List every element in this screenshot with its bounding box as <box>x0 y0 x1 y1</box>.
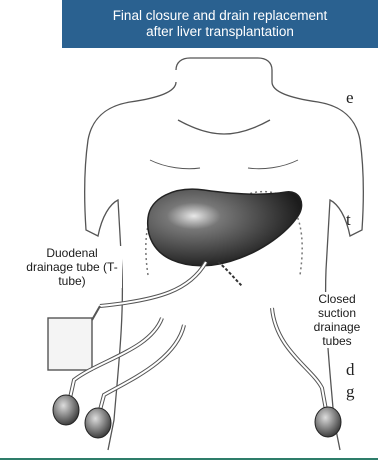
figure-caption-header: Final closure and drain replacement afte… <box>62 0 378 48</box>
drainage-bag <box>48 318 92 370</box>
bile-duct <box>218 262 242 286</box>
drain-bulb <box>85 408 111 438</box>
liver-graft <box>148 189 302 266</box>
caption-line-1: Final closure and drain replacement <box>62 8 378 24</box>
label-duodenal-tube: Duodenal drainage tube (T-tube) <box>22 246 122 288</box>
caption-line-2: after liver transplantation <box>62 24 378 40</box>
drain-bulb <box>315 407 341 437</box>
drain-bulb <box>53 395 79 425</box>
suction-tube-left-2 <box>100 325 184 410</box>
label-closed-suction-tubes: Closed suction drainage tubes <box>302 292 372 348</box>
bottom-rule <box>0 458 378 460</box>
